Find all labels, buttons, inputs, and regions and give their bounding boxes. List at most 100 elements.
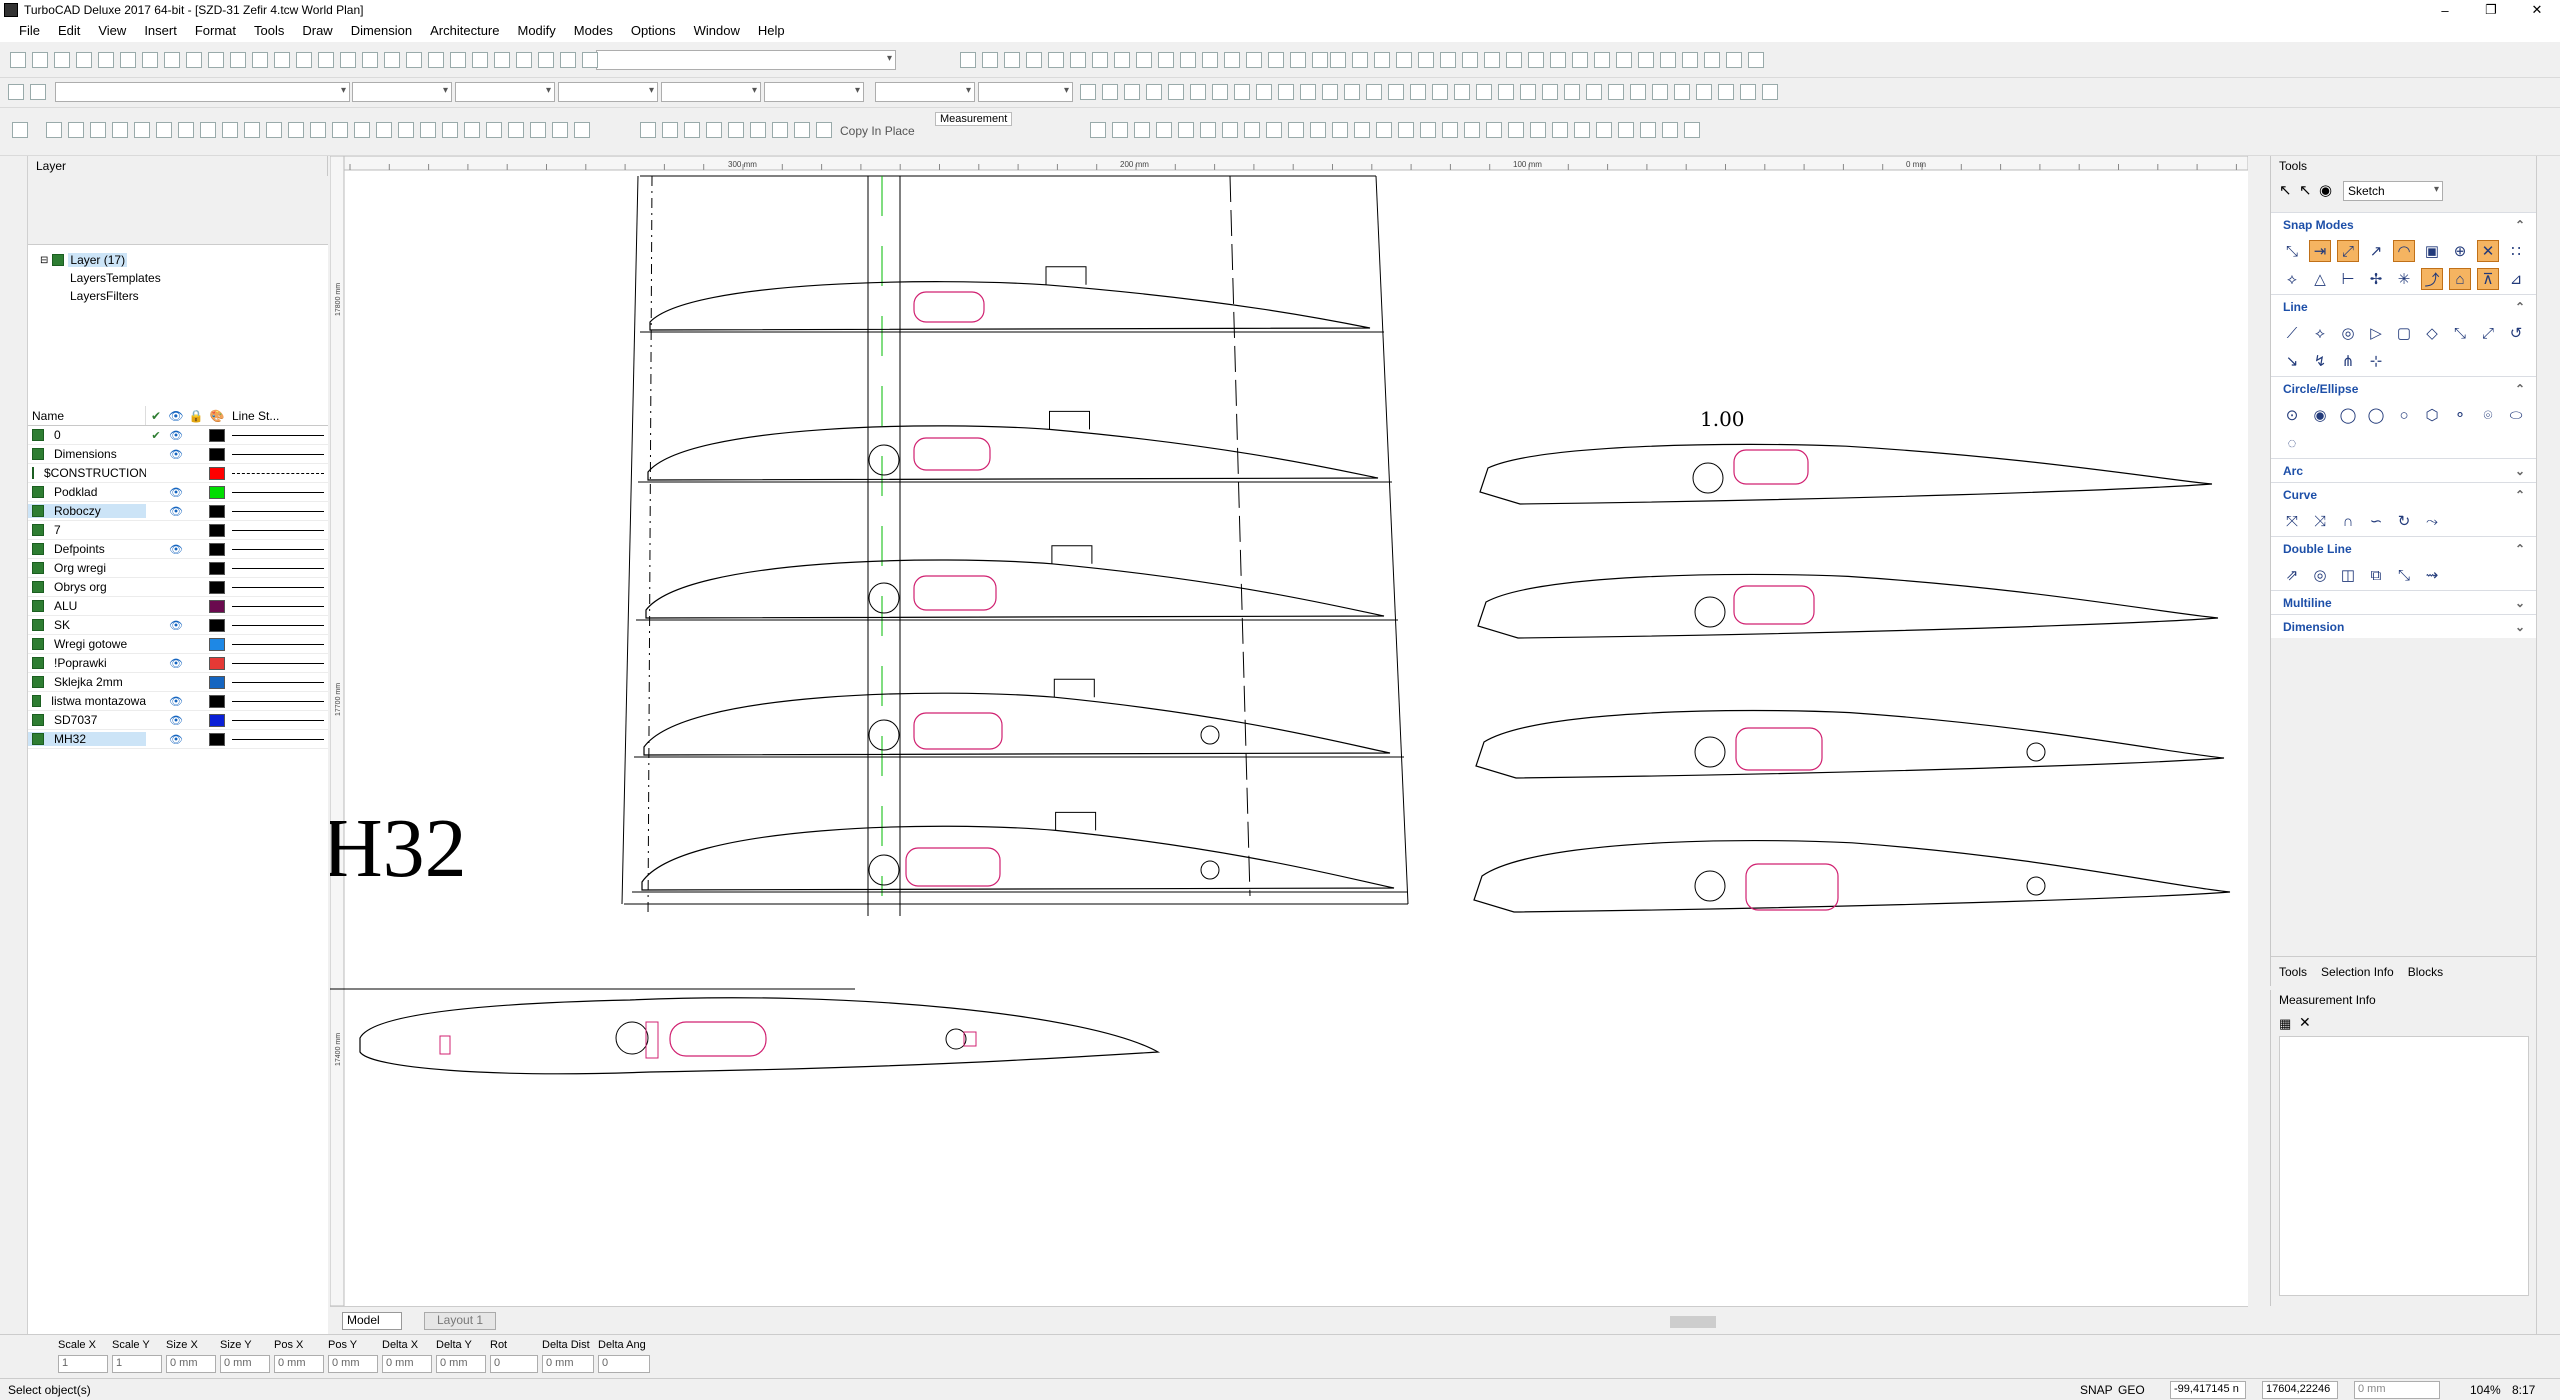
current-layer-icon[interactable]: ✔	[151, 429, 161, 442]
toolbar-button[interactable]	[1594, 52, 1610, 68]
toolbar-button[interactable]	[1168, 84, 1184, 100]
current-layer-icon[interactable]	[146, 654, 166, 673]
layer-name-cell[interactable]: 0	[28, 428, 146, 442]
menu-tools[interactable]: Tools	[254, 23, 285, 38]
geo-indicator[interactable]: GEO	[2118, 1383, 2145, 1397]
toolbar-button[interactable]	[1376, 122, 1392, 138]
toolbar-button[interactable]	[1682, 52, 1698, 68]
toolbar-button[interactable]	[1200, 122, 1216, 138]
tool-icon[interactable]: ⤡	[2397, 566, 2410, 584]
toolbar-button[interactable]	[1330, 52, 1346, 68]
lock-toggle[interactable]	[186, 502, 206, 521]
toolbar-button[interactable]	[1244, 122, 1260, 138]
toolbar-button[interactable]	[1190, 84, 1206, 100]
toolbar-button[interactable]	[222, 122, 238, 138]
inspector-field[interactable]: 1	[58, 1355, 108, 1373]
tool-icon[interactable]: ⤴	[2421, 268, 2443, 290]
toolbar-button[interactable]	[1290, 52, 1306, 68]
layer-row[interactable]: SD7037👁	[28, 711, 328, 730]
toolbar-button[interactable]	[1630, 84, 1646, 100]
tool-section-header[interactable]: Multiline⌄	[2271, 590, 2537, 614]
toolbar-button[interactable]	[1278, 84, 1294, 100]
toolbar-button[interactable]	[472, 52, 488, 68]
lock-toggle[interactable]	[186, 483, 206, 502]
toolbar-button[interactable]	[54, 52, 70, 68]
tool-icon[interactable]: ◎	[2341, 325, 2355, 342]
copy-in-place-button[interactable]: Copy In Place	[840, 124, 915, 138]
select-plus-icon[interactable]: ↖	[2299, 182, 2312, 199]
layer-row[interactable]: !Poprawki👁	[28, 654, 328, 673]
menu-options[interactable]: Options	[630, 23, 676, 38]
toolbar-button[interactable]	[560, 52, 576, 68]
layer-linestyle[interactable]	[228, 434, 328, 436]
tool-icon[interactable]: ⧉	[2370, 566, 2382, 584]
toolbar-button[interactable]	[1266, 122, 1282, 138]
tree-item-filters[interactable]: LayersFilters	[70, 289, 139, 303]
tool-icon[interactable]: ⬭	[2509, 406, 2523, 424]
toolbar-button[interactable]	[486, 122, 502, 138]
visibility-icon[interactable]	[166, 464, 186, 483]
tool-icon[interactable]: ⟡	[2287, 270, 2297, 288]
toolbar-button[interactable]	[1762, 84, 1778, 100]
tool-icon[interactable]: ⤢	[2337, 240, 2359, 262]
inspector-field[interactable]: 0 mm	[382, 1355, 432, 1373]
tool-icon[interactable]: ⟡	[2315, 324, 2325, 342]
toolbar-button[interactable]	[1506, 52, 1522, 68]
tool-icon[interactable]: ▷	[2370, 325, 2382, 342]
toolbar-button[interactable]	[1178, 122, 1194, 138]
layer-name-cell[interactable]: Defpoints	[28, 542, 146, 556]
layer-name-cell[interactable]: listwa montazowa	[28, 694, 146, 708]
toolbar-button[interactable]	[1070, 52, 1086, 68]
tool-icon[interactable]: ◉	[2313, 407, 2327, 424]
tool-icon[interactable]: ⊼	[2477, 268, 2499, 290]
layer-row[interactable]: listwa montazowa👁	[28, 692, 328, 711]
layer-linestyle[interactable]	[228, 662, 328, 664]
toolbar-button[interactable]	[1508, 122, 1524, 138]
toolbar-button[interactable]	[1638, 52, 1654, 68]
toolbar-button[interactable]	[552, 122, 568, 138]
tool-icon[interactable]: ◎	[2313, 567, 2327, 584]
toolbar-button[interactable]	[1726, 52, 1742, 68]
toolbar-button[interactable]	[494, 52, 510, 68]
current-layer-icon[interactable]	[146, 730, 166, 749]
layer-row[interactable]: ALU	[28, 597, 328, 616]
inspector-field[interactable]: 1	[112, 1355, 162, 1373]
tool-icon[interactable]: ▢	[2396, 325, 2412, 342]
current-layer-icon[interactable]	[146, 559, 166, 578]
current-layer-icon[interactable]	[146, 635, 166, 654]
expand-icon[interactable]: ⌄	[2514, 619, 2525, 634]
visibility-icon[interactable]	[166, 578, 186, 597]
menu-modes[interactable]: Modes	[573, 23, 613, 38]
tool-section-header[interactable]: Double Line⌃	[2271, 536, 2537, 560]
fill-combo[interactable]	[875, 82, 975, 102]
toolbar-button[interactable]	[1748, 52, 1764, 68]
layer-row[interactable]: Obrys org	[28, 578, 328, 597]
tool-icon[interactable]: ⚬	[2453, 407, 2467, 424]
tool-icon[interactable]: ⤳	[2425, 512, 2438, 530]
collapse-icon[interactable]: ⌃	[2514, 299, 2525, 314]
toolbar-button[interactable]	[442, 122, 458, 138]
toolbar-button[interactable]	[186, 52, 202, 68]
collapse-icon[interactable]: ⊟	[40, 254, 49, 266]
command-combo[interactable]	[596, 50, 896, 70]
palette-icon[interactable]: ◉	[2319, 182, 2333, 199]
tool-icon[interactable]: ⇝	[2425, 567, 2439, 584]
toolbar-button[interactable]	[1660, 52, 1676, 68]
toolbar-button[interactable]	[10, 52, 26, 68]
visibility-icon[interactable]: 👁	[169, 714, 183, 727]
toolbar-button[interactable]	[1246, 52, 1262, 68]
layer-color-swatch[interactable]	[206, 618, 228, 632]
tool-icon[interactable]: ∽	[2369, 513, 2383, 530]
select-icon[interactable]: ↖	[2279, 182, 2292, 199]
lock-toggle[interactable]	[186, 730, 206, 749]
toolbar-button[interactable]	[1550, 52, 1566, 68]
toolbar-button[interactable]	[1704, 52, 1720, 68]
menu-dimension[interactable]: Dimension	[350, 23, 413, 38]
toolbar-button[interactable]	[296, 52, 312, 68]
current-layer-icon[interactable]	[146, 445, 166, 464]
toolbar-button[interactable]	[1388, 84, 1404, 100]
toolbar-button[interactable]	[362, 52, 378, 68]
brush-combo[interactable]	[764, 82, 864, 102]
lock-toggle[interactable]	[186, 635, 206, 654]
col-visible-icon[interactable]: 👁	[168, 409, 184, 423]
